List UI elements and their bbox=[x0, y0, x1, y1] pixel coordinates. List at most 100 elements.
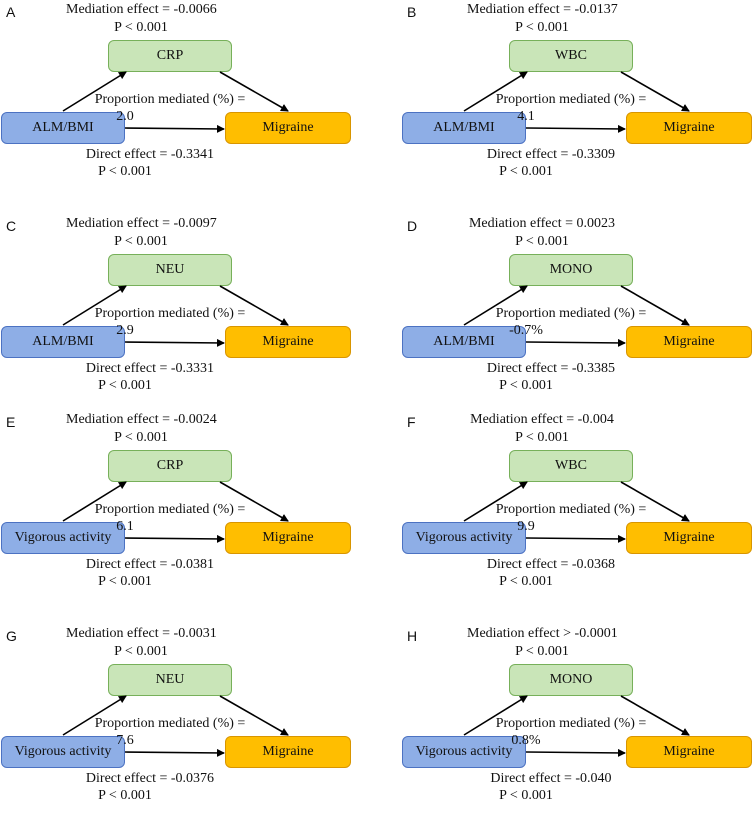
exposure-to-mediator-arrow bbox=[62, 285, 127, 326]
proportion-mediated-label: Proportion mediated (%) = bbox=[495, 306, 647, 321]
mediation-p-value: P < 0.001 bbox=[114, 234, 168, 249]
exposure-to-mediator-arrow bbox=[62, 481, 127, 522]
exposure-box: ALM/BMI bbox=[402, 112, 526, 144]
panel-letter: C bbox=[6, 218, 17, 234]
exposure-box: ALM/BMI bbox=[402, 326, 526, 358]
exposure-box: Vigorous activity bbox=[402, 736, 526, 768]
mediation-p-value: P < 0.001 bbox=[515, 644, 569, 659]
direct-effect: Direct effect = -0.0381 bbox=[85, 557, 215, 572]
path-arrows bbox=[463, 481, 690, 543]
mediator-to-outcome-arrow bbox=[219, 481, 289, 522]
mediation-effect: Mediation effect = 0.0023 bbox=[468, 216, 616, 231]
mediation-effect: Mediation effect = -0.0031 bbox=[66, 626, 217, 641]
proportion-mediated-label: Proportion mediated (%) = bbox=[495, 92, 647, 107]
mediator-box: NEU bbox=[108, 664, 232, 696]
mediation-p-value: P < 0.001 bbox=[515, 234, 569, 249]
direct-effect: Direct effect = -0.3341 bbox=[85, 147, 215, 162]
proportion-mediated-value: 6.1 bbox=[116, 519, 134, 534]
direct-path-arrow bbox=[124, 534, 225, 543]
mediator-box: CRP bbox=[108, 450, 232, 482]
mediation-panel-b: B Mediation effect = -0.0137 P < 0.001 W… bbox=[401, 2, 753, 206]
direct-path-arrow bbox=[124, 338, 225, 347]
mediator-box: NEU bbox=[108, 254, 232, 286]
direct-effect: Direct effect = -0.0368 bbox=[486, 557, 616, 572]
mediation-effect: Mediation effect = -0.0024 bbox=[66, 412, 217, 427]
exposure-box: Vigorous activity bbox=[402, 522, 526, 554]
proportion-mediated-value: -0.7% bbox=[509, 323, 543, 338]
direct-p-value: P < 0.001 bbox=[499, 574, 553, 589]
panel-letter: F bbox=[407, 414, 416, 430]
mediation-panel-d: D Mediation effect = 0.0023 P < 0.001 MO… bbox=[401, 216, 753, 420]
mediation-effect: Mediation effect = -0.0066 bbox=[66, 2, 217, 17]
proportion-mediated-label: Proportion mediated (%) = bbox=[94, 92, 246, 107]
path-arrows bbox=[62, 481, 289, 543]
proportion-mediated-value: 2.9 bbox=[116, 323, 134, 338]
direct-path-arrow bbox=[525, 534, 626, 543]
proportion-mediated-label: Proportion mediated (%) = bbox=[495, 502, 647, 517]
exposure-box: Vigorous activity bbox=[1, 522, 125, 554]
mediator-box: CRP bbox=[108, 40, 232, 72]
exposure-to-mediator-arrow bbox=[463, 285, 528, 326]
panel-letter: G bbox=[6, 628, 17, 644]
proportion-mediated-label: Proportion mediated (%) = bbox=[94, 502, 246, 517]
mediation-effect: Mediation effect = -0.0097 bbox=[66, 216, 217, 231]
mediation-panel-a: A Mediation effect = -0.0066 P < 0.001 C… bbox=[0, 2, 376, 206]
mediator-to-outcome-arrow bbox=[620, 481, 690, 522]
proportion-mediated-value: 0.8% bbox=[511, 733, 541, 748]
direct-path-arrow bbox=[124, 124, 225, 133]
mediation-panel-c: C Mediation effect = -0.0097 P < 0.001 N… bbox=[0, 216, 376, 420]
direct-path-arrow bbox=[124, 748, 225, 757]
proportion-mediated-label: Proportion mediated (%) = bbox=[94, 306, 246, 321]
direct-p-value: P < 0.001 bbox=[98, 574, 152, 589]
mediation-p-value: P < 0.001 bbox=[515, 430, 569, 445]
proportion-mediated-label: Proportion mediated (%) = bbox=[495, 716, 647, 731]
mediation-p-value: P < 0.001 bbox=[114, 20, 168, 35]
exposure-to-mediator-arrow bbox=[62, 695, 127, 736]
mediator-box: MONO bbox=[509, 254, 633, 286]
outcome-box: Migraine bbox=[225, 736, 351, 768]
path-arrows bbox=[62, 71, 289, 133]
direct-effect: Direct effect = -0.040 bbox=[490, 771, 612, 786]
panel-letter: D bbox=[407, 218, 418, 234]
path-arrows bbox=[463, 695, 690, 757]
exposure-to-mediator-arrow bbox=[463, 71, 528, 112]
direct-path-arrow bbox=[525, 748, 626, 757]
mediation-panel-f: F Mediation effect = -0.004 P < 0.001 WB… bbox=[401, 412, 753, 616]
mediation-panel-e: E Mediation effect = -0.0024 P < 0.001 C… bbox=[0, 412, 376, 616]
outcome-box: Migraine bbox=[225, 326, 351, 358]
mediation-effect: Mediation effect = -0.0137 bbox=[467, 2, 618, 17]
mediation-panel-g: G Mediation effect = -0.0031 P < 0.001 N… bbox=[0, 626, 376, 830]
exposure-box: ALM/BMI bbox=[1, 326, 125, 358]
exposure-to-mediator-arrow bbox=[463, 695, 528, 736]
exposure-box: Vigorous activity bbox=[1, 736, 125, 768]
path-arrows bbox=[463, 71, 690, 133]
panel-letter: A bbox=[6, 4, 16, 20]
outcome-box: Migraine bbox=[225, 112, 351, 144]
mediator-to-outcome-arrow bbox=[219, 285, 289, 326]
mediation-p-value: P < 0.001 bbox=[114, 644, 168, 659]
outcome-box: Migraine bbox=[626, 112, 752, 144]
proportion-mediated-value: 4.1 bbox=[517, 109, 535, 124]
path-arrows bbox=[62, 695, 289, 757]
direct-path-arrow bbox=[525, 338, 626, 347]
path-arrows bbox=[62, 285, 289, 347]
mediator-to-outcome-arrow bbox=[620, 285, 690, 326]
mediator-to-outcome-arrow bbox=[219, 695, 289, 736]
panel-letter: E bbox=[6, 414, 16, 430]
mediation-panel-h: H Mediation effect > -0.0001 P < 0.001 M… bbox=[401, 626, 753, 830]
mediator-box: MONO bbox=[509, 664, 633, 696]
exposure-to-mediator-arrow bbox=[62, 71, 127, 112]
proportion-mediated-value: 9.9 bbox=[517, 519, 535, 534]
direct-path-arrow bbox=[525, 124, 626, 133]
mediator-to-outcome-arrow bbox=[620, 695, 690, 736]
direct-p-value: P < 0.001 bbox=[98, 378, 152, 393]
proportion-mediated-value: 2.0 bbox=[116, 109, 134, 124]
direct-p-value: P < 0.001 bbox=[98, 164, 152, 179]
mediator-box: WBC bbox=[509, 450, 633, 482]
mediator-to-outcome-arrow bbox=[620, 71, 690, 112]
path-arrows bbox=[463, 285, 690, 347]
exposure-box: ALM/BMI bbox=[1, 112, 125, 144]
mediation-p-value: P < 0.001 bbox=[114, 430, 168, 445]
direct-effect: Direct effect = -0.3309 bbox=[486, 147, 616, 162]
panel-letter: B bbox=[407, 4, 417, 20]
